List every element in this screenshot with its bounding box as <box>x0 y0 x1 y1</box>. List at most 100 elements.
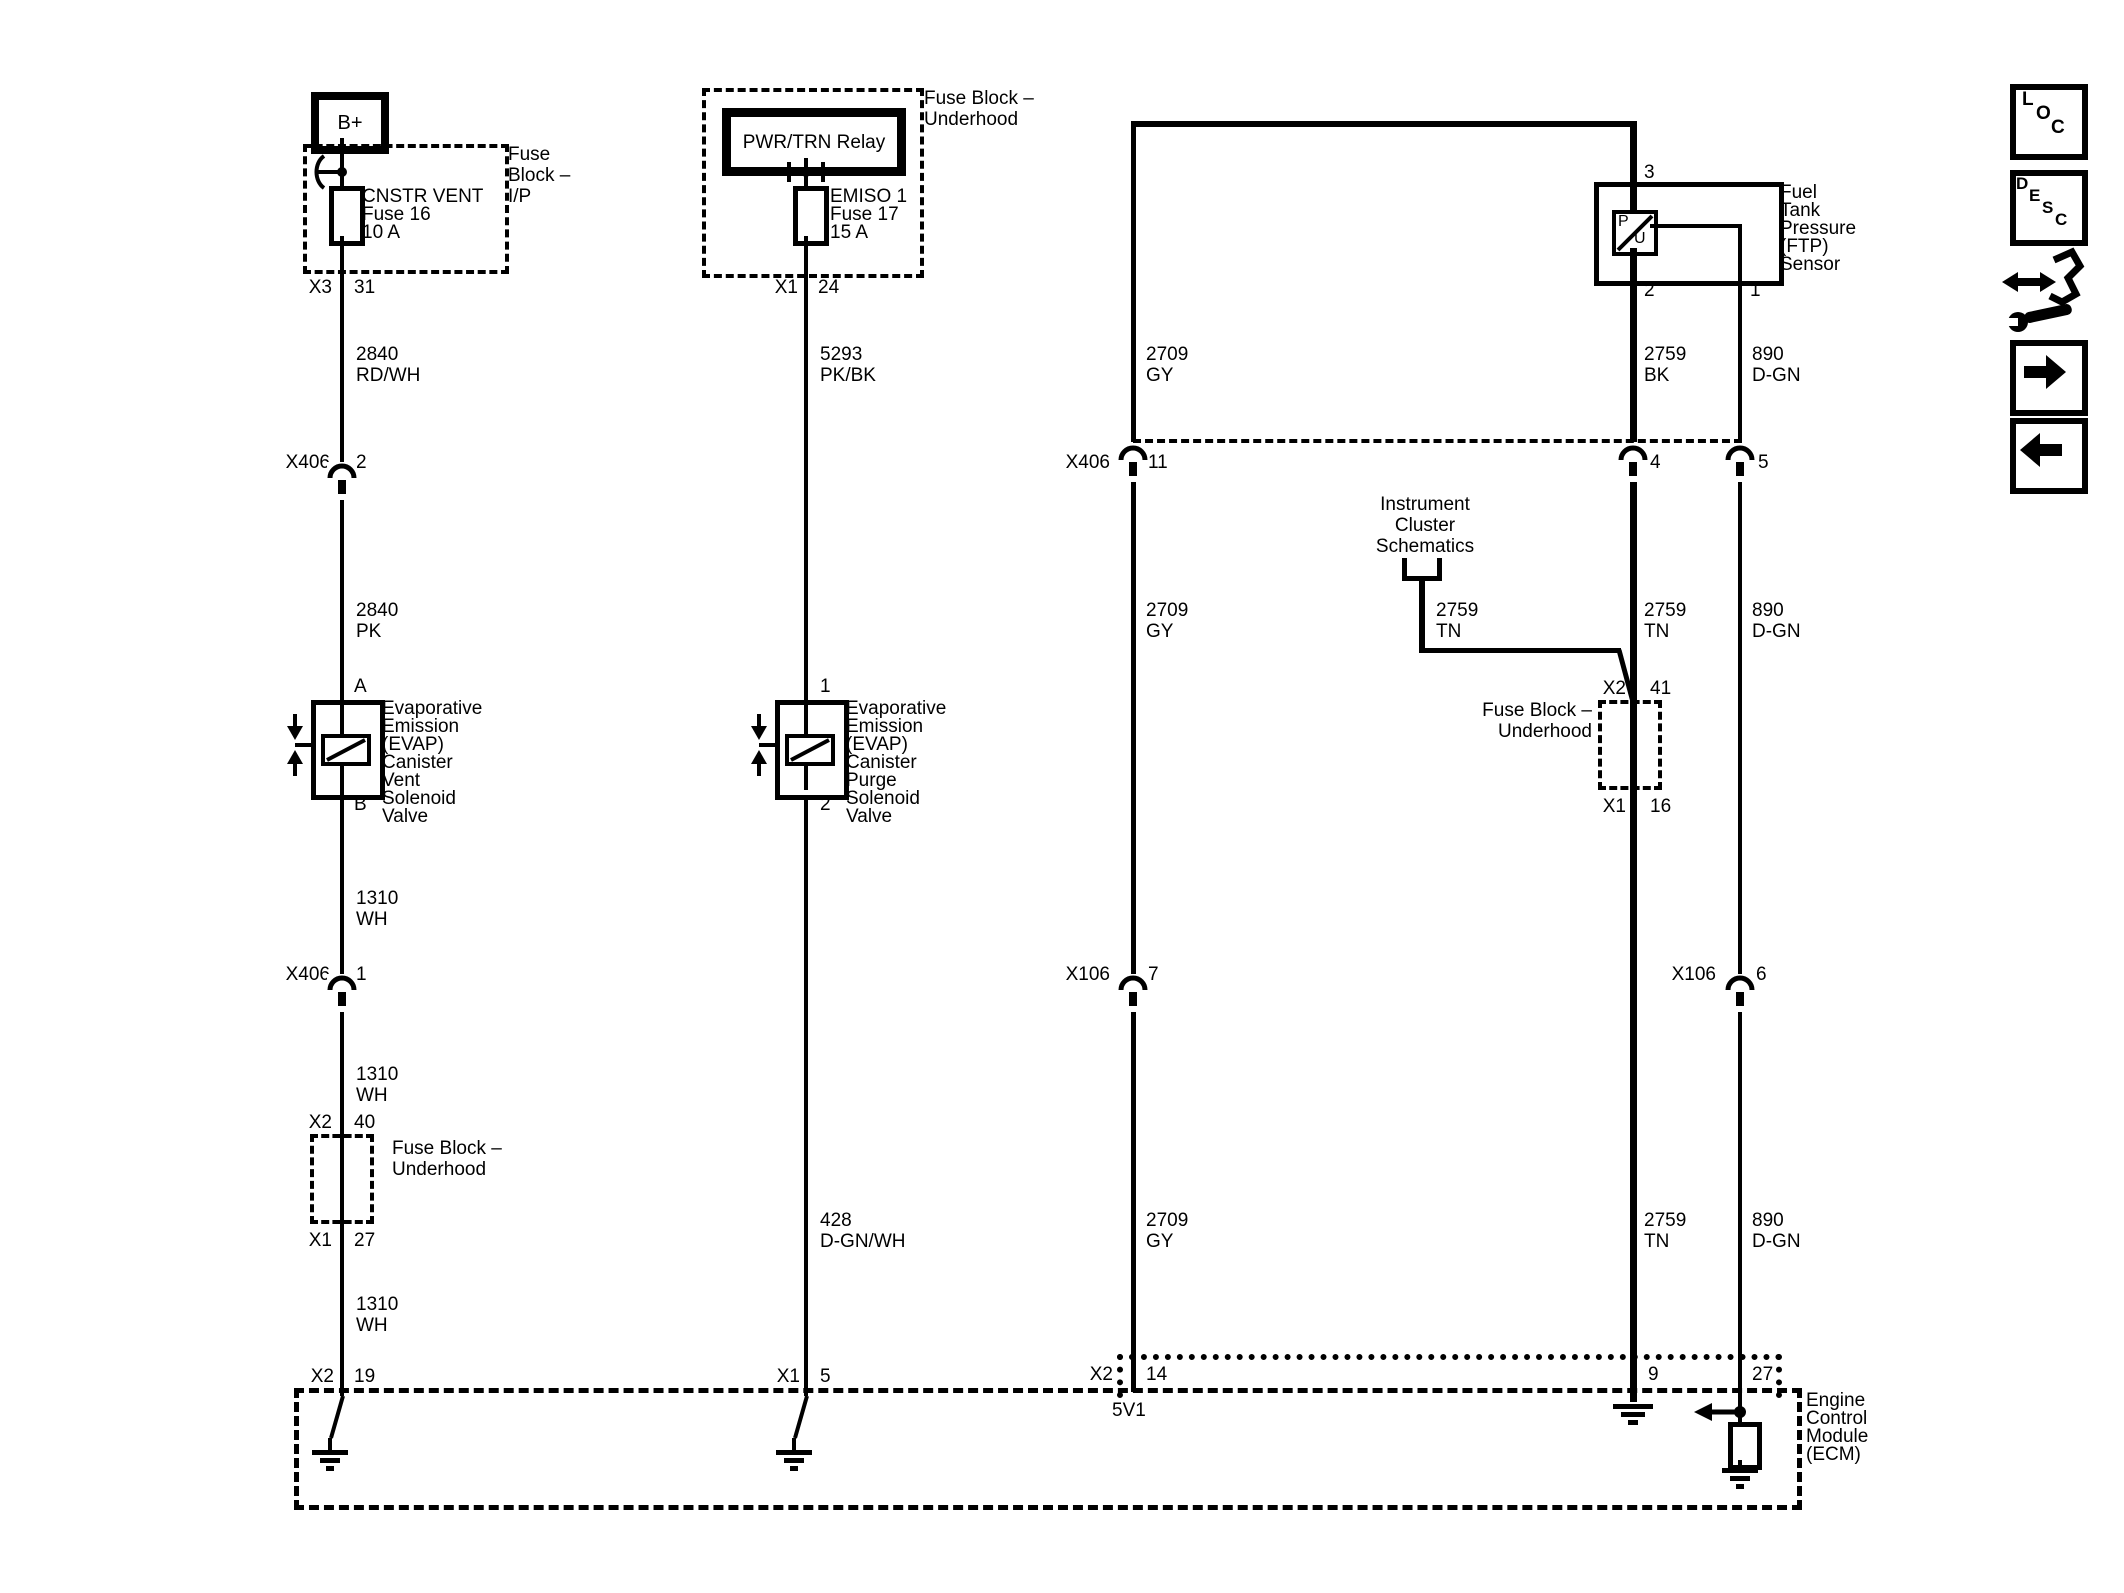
ecm-pin19-num: 19 <box>354 1366 376 1387</box>
x406-connector-link-line <box>1133 439 1742 443</box>
ground-icon <box>776 1450 812 1471</box>
wire-890-upper <box>1738 274 1742 442</box>
inline-connector-icon <box>1618 444 1648 482</box>
ftp-sensor-title: Fuel Tank Pressure (FTP) Sensor <box>1780 182 1857 275</box>
ground-icon <box>1613 1404 1653 1425</box>
conn-x406-1-name: X406 <box>285 964 330 985</box>
ecm-pin14-num: 14 <box>1146 1364 1168 1385</box>
fuse-block-underhood-mid-title: Fuse Block – Underhood <box>1482 700 1592 742</box>
ftp-pu-diagonal <box>1616 214 1654 252</box>
wire-label-2709-gy-c: 2709 GY <box>1146 1210 1189 1252</box>
fuse-block-underhood-left-outline <box>310 1134 374 1224</box>
conn-x1-24-name: X1 <box>774 277 798 298</box>
wire-label-2840-pk: 2840 PK <box>356 600 399 642</box>
conn-x406-11-name: X406 <box>1065 452 1110 473</box>
conn-x1-24-pin: 24 <box>818 277 840 298</box>
wire-b-plus-to-fuse <box>340 138 344 188</box>
ecm-pin9-num: 9 <box>1648 1364 1659 1385</box>
conn-x1-16-pin: 16 <box>1650 796 1672 817</box>
battery-feed-box: B+ <box>311 92 389 154</box>
fuse-block-underhood-top-outline <box>702 88 924 278</box>
fuse-block-underhood-left-title: Fuse Block – Underhood <box>392 1138 502 1180</box>
conn-x2-41-pin: 41 <box>1650 678 1672 699</box>
vent-valve-pin-b: B <box>354 794 367 815</box>
ftp-inner-wire-low-v <box>1738 224 1742 276</box>
wire-label-890-dgn-b: 890 D-GN <box>1752 600 1801 642</box>
wire-instrument-diagonal <box>1616 649 1636 703</box>
ftp-pin-1: 1 <box>1750 280 1761 301</box>
wire-label-1310-wh-b: 1310 WH <box>356 1064 399 1106</box>
wire-label-2709-gy-a: 2709 GY <box>1146 344 1189 386</box>
wire-1310-wh-a <box>340 790 344 974</box>
wire-2709-gy-mid <box>1131 482 1136 974</box>
conn-x106-7-name: X106 <box>1065 964 1110 985</box>
loc-letter-o: O <box>2036 103 2051 124</box>
signal-arrow-icon <box>1694 1403 1736 1421</box>
back-button[interactable] <box>2010 418 2088 494</box>
fuse-clip-icon <box>314 154 347 190</box>
purge-valve-pin-1: 1 <box>820 676 831 697</box>
conn-x3-label: X3 <box>308 277 332 298</box>
inline-connector-icon <box>327 462 357 500</box>
desc-button[interactable] <box>2010 170 2088 246</box>
repair-instructions-icon[interactable] <box>2002 246 2094 336</box>
ecm-5v-ref-label: 5V1 <box>1112 1400 1146 1421</box>
wire-label-2759-tn-branch: 2759 TN <box>1436 600 1479 642</box>
resistor-symbol <box>1728 1422 1762 1470</box>
ground-icon <box>1722 1468 1758 1489</box>
wire-label-2759-tn-low: 2759 TN <box>1644 1210 1687 1252</box>
conn-x406-2-pin: 2 <box>356 452 367 473</box>
wire-2759-bk <box>1630 274 1637 442</box>
fuse-cnstr-vent-label: CNSTR VENT Fuse 16 10 A <box>362 186 484 243</box>
ecm-title: Engine Control Module (ECM) <box>1806 1390 1869 1465</box>
fuse-emiso1-symbol <box>793 186 829 246</box>
wire-label-2840-rdwh: 2840 RD/WH <box>356 344 421 386</box>
conn-x406-2-name: X406 <box>285 452 330 473</box>
fuse-block-underhood-mid-outline <box>1598 700 1662 790</box>
conn-x106-7-pin: 7 <box>1148 964 1159 985</box>
wire-890-mid <box>1738 482 1742 974</box>
inline-connector-icon <box>1118 974 1148 1012</box>
purge-valve-arrow-tick <box>759 743 775 747</box>
conn-x406-5-pin: 5 <box>1758 452 1769 473</box>
wire-instrument-stem <box>1419 580 1425 652</box>
wire-label-890-dgn-c: 890 D-GN <box>1752 1210 1801 1252</box>
desc-letter-e: E <box>2029 186 2041 205</box>
wire-ftp-pin3-stub <box>1630 127 1637 184</box>
wire-label-2759-tn-mid: 2759 TN <box>1644 600 1687 642</box>
conn-x106-6-pin: 6 <box>1756 964 1767 985</box>
conn-x1-16-name: X1 <box>1602 796 1626 817</box>
ecm-driver-switch <box>329 1395 345 1439</box>
wire-label-1310-wh-a: 1310 WH <box>356 888 399 930</box>
wire-5293-428 <box>804 236 808 1396</box>
wire-2709-gy-lower <box>1131 1012 1136 1392</box>
forward-arrow-icon <box>2024 355 2066 389</box>
conn-x3-pin31: 31 <box>354 277 376 298</box>
loc-button[interactable] <box>2010 84 2088 160</box>
back-arrow-icon <box>2020 433 2062 467</box>
vent-solenoid-diagonal <box>326 738 366 762</box>
wire-2709-gy-upper <box>1131 121 1136 442</box>
vent-valve-arrows-icon <box>287 714 303 776</box>
wire-890-lower <box>1738 1012 1742 1410</box>
forward-button[interactable] <box>2010 340 2088 416</box>
wire-5v-bus-horizontal <box>1131 121 1637 127</box>
ground-stub-5 <box>792 1438 796 1450</box>
instrument-cluster-title: Instrument Cluster Schematics <box>1375 494 1475 557</box>
desc-letter-d: D <box>2016 174 2029 193</box>
ecm-pin27-num: 27 <box>1752 1364 1774 1385</box>
vent-valve-arrow-tick <box>295 743 311 747</box>
fuse-block-underhood-top-title: Fuse Block – Underhood <box>924 88 1034 130</box>
conn-x1-27-name: X1 <box>308 1230 332 1251</box>
wire-to-resistor <box>1738 1412 1742 1424</box>
wire-2840-pk <box>340 500 344 700</box>
fuse-block-ip-title: Fuse Block – I/P <box>508 144 571 207</box>
inline-connector-icon <box>1118 444 1148 482</box>
ground-icon <box>312 1450 348 1471</box>
inline-connector-icon <box>327 974 357 1012</box>
wire-1310-wh-b <box>340 1012 344 1396</box>
pwr-trn-relay-box: PWR/TRN Relay <box>722 108 906 176</box>
inline-connector-icon <box>1725 974 1755 1012</box>
pwr-trn-relay-label: PWR/TRN Relay <box>742 131 886 153</box>
battery-feed-label: B+ <box>337 111 363 134</box>
